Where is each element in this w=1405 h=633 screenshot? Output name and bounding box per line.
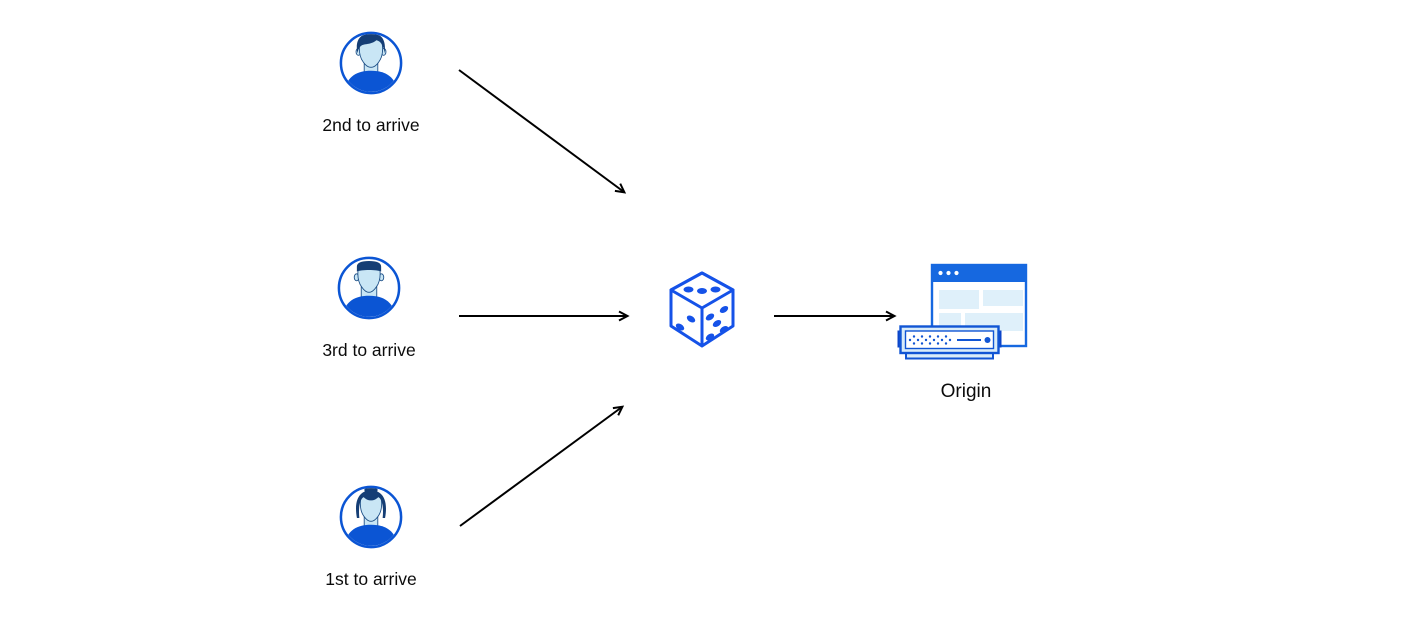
user-avatar-woman-bun-icon (338, 484, 404, 550)
user-label-3rd: 3rd to arrive (322, 340, 416, 360)
dice-node (667, 270, 737, 354)
user-node-3rd: 3rd to arrive (289, 255, 449, 361)
user-label-1st: 1st to arrive (325, 569, 417, 589)
user-node-1st: 1st to arrive (291, 484, 451, 590)
origin-node: Origin (881, 263, 1051, 404)
arrow-1st-user-to-dice (459, 405, 625, 527)
user-label-2nd: 2nd to arrive (322, 115, 420, 135)
origin-label: Origin (940, 381, 992, 402)
origin-browser-server-icon (881, 263, 1051, 368)
user-node-2nd: 2nd to arrive (291, 30, 451, 136)
dice-icon (667, 270, 737, 354)
user-avatar-man-quiff-icon (338, 30, 404, 96)
arrow-2nd-user-to-dice (458, 69, 627, 194)
user-avatar-man-flattop-icon (336, 255, 402, 321)
